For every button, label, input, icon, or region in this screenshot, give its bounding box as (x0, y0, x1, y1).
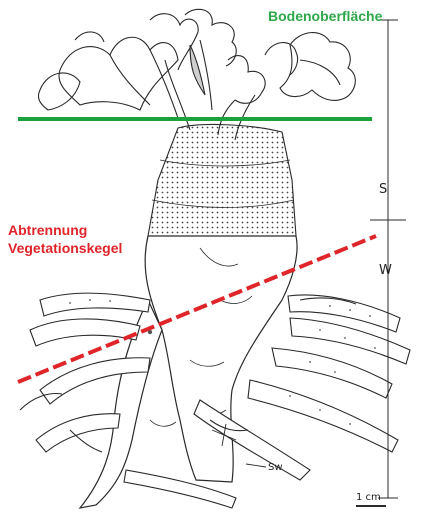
crown (148, 125, 296, 241)
scale-w-label: W (379, 263, 392, 278)
sw-label: Sw (268, 462, 283, 473)
soil-surface-label: Bodenoberfläche (268, 8, 382, 24)
separation-label-line-2: Vegetationskegel (8, 240, 122, 256)
sw-pointer (246, 464, 266, 467)
scale-s-label: S (379, 182, 387, 197)
separation-label-line-1: Abtrennung (8, 222, 122, 238)
separation-label: Abtrennung Vegetationskegel (8, 222, 122, 258)
scale-bar-label: 1 cm (356, 492, 381, 503)
